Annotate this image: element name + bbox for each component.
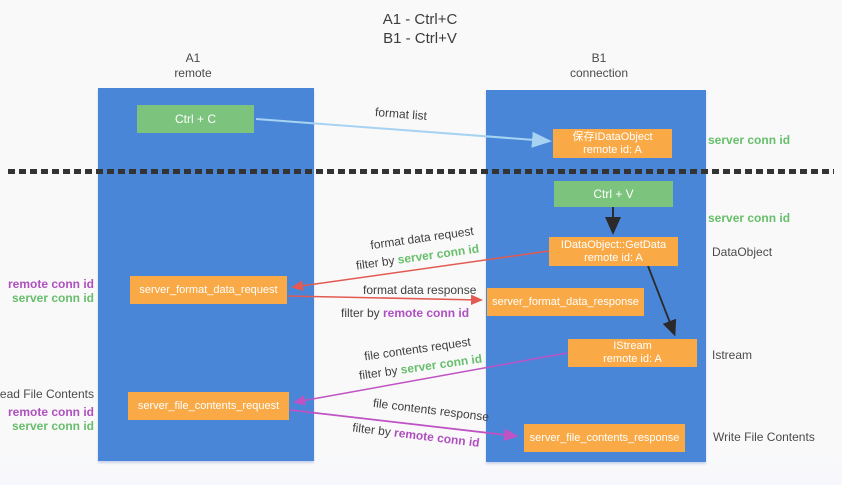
lane-a1-role: remote	[174, 66, 212, 80]
node-server-format-data-request-label: server_format_data_request	[139, 283, 278, 296]
node-server-file-contents-response: server_file_contents_response	[524, 424, 685, 452]
arrow-format-data-request	[291, 250, 550, 291]
node-ctrl-c: Ctrl + C	[137, 105, 254, 133]
lane-header-b1: B1 connection	[539, 51, 659, 81]
remote-conn-id-value: remote conn id	[383, 306, 470, 320]
title-line-2: B1 - Ctrl+V	[383, 30, 457, 47]
server-conn-id-label: server conn id	[11, 419, 94, 433]
node-istream: IStream remote id: A	[568, 339, 697, 367]
filter-by-prefix: filter by	[341, 306, 384, 320]
node-server-file-contents-request: server_file_contents_request	[128, 392, 289, 420]
label-format-data-response: format data response	[363, 283, 477, 297]
node-ctrl-c-label: Ctrl + C	[174, 112, 216, 126]
node-getdata-line2: remote id: A	[584, 251, 643, 264]
arrow-getdata-to-istream	[647, 265, 677, 337]
node-server-file-contents-request-label: server_file_contents_request	[137, 399, 280, 412]
label-server-conn-id-right-mid: server conn id	[708, 211, 791, 225]
remote-conn-id-label: remote conn id	[7, 277, 94, 291]
label-server-conn-id-right-top: server conn id	[708, 133, 791, 147]
node-istream-line2: remote id: A	[603, 353, 662, 365]
label-dataobject: DataObject	[712, 245, 773, 259]
label-write-file-contents: Write File Contents	[713, 430, 815, 444]
lane-b1-role: connection	[569, 66, 629, 80]
remote-conn-id-label: remote conn id	[7, 405, 94, 419]
node-server-format-data-response: server_format_data_response	[487, 288, 644, 316]
label-conn-ids-left-bottom: remote conn id server conn id	[8, 405, 94, 433]
lane-header-a1: A1 remote	[133, 51, 253, 81]
title-line-1: A1 - Ctrl+C	[382, 11, 458, 28]
lane-a1-name: A1	[185, 51, 201, 65]
node-getdata-line1: IDataObject::GetData	[560, 238, 667, 251]
label-istream: Istream	[712, 348, 753, 362]
node-server-format-data-request: server_format_data_request	[130, 276, 287, 304]
node-save-idataobject-line1: 保存IDataObject	[572, 130, 653, 143]
session-divider-dotted-line	[8, 169, 834, 174]
arrow-file-contents-response	[289, 409, 519, 442]
arrow-file-contents-request	[293, 352, 568, 406]
node-ctrl-v: Ctrl + V	[554, 181, 673, 207]
node-server-format-data-response-label: server_format_data_response	[492, 295, 639, 308]
server-conn-id-label: server conn id	[11, 291, 94, 305]
node-istream-line1: IStream	[613, 340, 652, 352]
lane-b1-name: B1	[591, 51, 607, 65]
label-read-file-contents: Read File Contents	[0, 387, 94, 401]
node-idataobject-getdata: IDataObject::GetData remote id: A	[549, 237, 678, 266]
arrow-format-data-response	[287, 294, 483, 306]
node-save-idataobject: 保存IDataObject remote id: A	[553, 129, 672, 158]
label-conn-ids-left-top: remote conn id server conn id	[8, 277, 94, 305]
label-filter-by-remote-conn-id-1: filter by remote conn id	[341, 306, 470, 320]
node-ctrl-v-label: Ctrl + V	[593, 187, 634, 201]
arrow-format-list	[255, 118, 552, 148]
diagram-title: A1 - Ctrl+C B1 - Ctrl+V	[310, 10, 530, 48]
node-server-file-contents-response-label: server_file_contents_response	[529, 431, 680, 444]
node-save-idataobject-line2: remote id: A	[583, 143, 642, 156]
